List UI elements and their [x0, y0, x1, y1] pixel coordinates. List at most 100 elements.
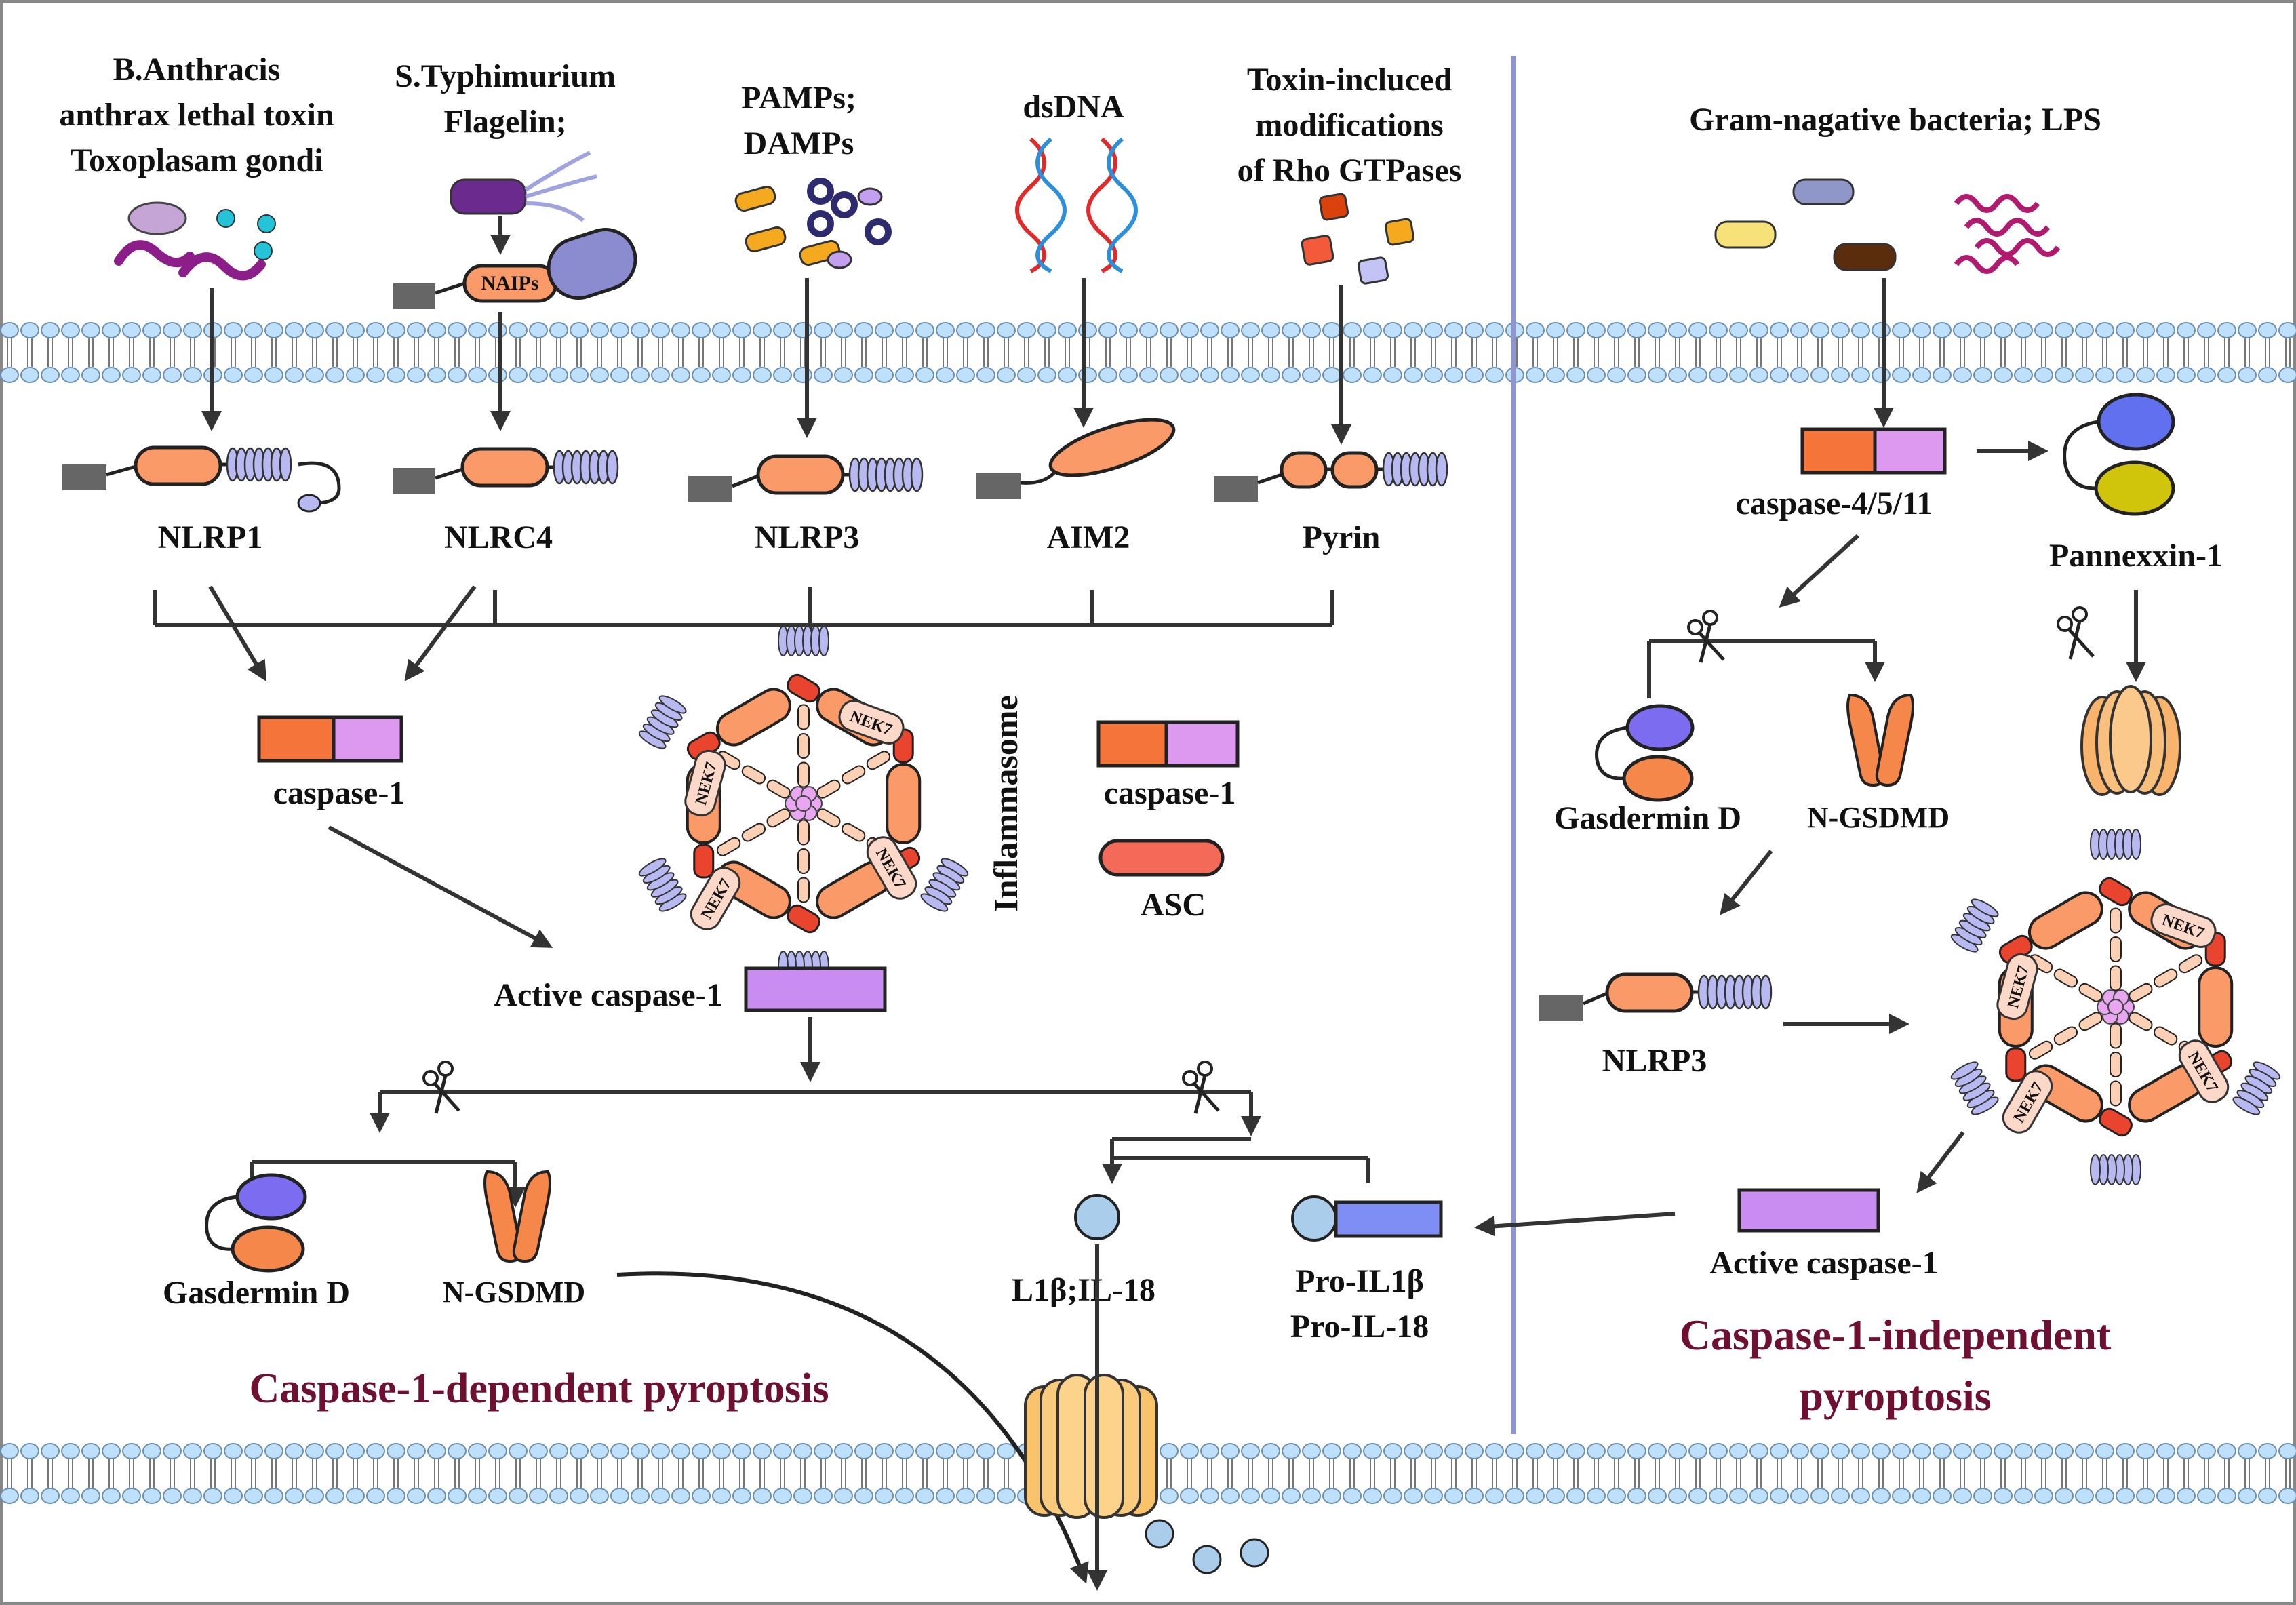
toxin-dot-icon: [257, 214, 276, 233]
lipid-head: [1404, 1488, 1423, 1504]
nek7-shape: [2150, 903, 2217, 948]
caspase-1-independent-title-line2: pyroptosis: [1799, 1372, 1991, 1420]
nek7-shape: [684, 749, 726, 817]
lipid-head: [427, 1443, 446, 1459]
pore-subunit: [1084, 1374, 1124, 1519]
lipid-head: [264, 367, 283, 383]
lipid-head: [41, 322, 60, 338]
lipid-head: [224, 1488, 243, 1504]
lipid-head: [488, 322, 507, 338]
asc-spoke: [741, 823, 766, 842]
lipid-head: [2075, 1488, 2094, 1504]
stimulus-pamps-line2: DAMPs: [744, 125, 854, 161]
lipid-head: [1322, 1443, 1341, 1459]
lipid-head: [285, 1488, 304, 1504]
asc-spoke: [2110, 1023, 2122, 1049]
channel-subunit: [2109, 685, 2152, 793]
il1b-label: L1β;IL-18: [1012, 1272, 1155, 1308]
lipid-head: [814, 367, 833, 383]
lipid-head: [142, 1443, 161, 1459]
stimulus-typhimurium-line2: Flagelin;: [443, 104, 566, 140]
lipid-head: [2197, 1443, 2216, 1459]
lipid-head: [1872, 1488, 1891, 1504]
lipid-head: [651, 367, 670, 383]
lipid-head: [1627, 1488, 1646, 1504]
lipid-head: [773, 1443, 792, 1459]
lipid-head: [1078, 367, 1097, 383]
lipid-head: [102, 1488, 121, 1504]
asc-spoke: [741, 765, 766, 785]
asc-spoke: [2110, 907, 2122, 934]
bacterium-icon: [1792, 178, 1855, 205]
lipid-head: [2258, 1443, 2277, 1459]
nek7-protein: NEK7: [1996, 953, 2038, 1021]
lipid-head: [610, 322, 629, 338]
pyd-block: [693, 844, 715, 879]
scissors-handle: [1197, 1061, 1213, 1077]
lipid-head: [1912, 367, 1931, 383]
lipid-head: [753, 1488, 772, 1504]
lipid-head: [1017, 322, 1036, 338]
stimulus-typhimurium-line1: S.Typhimurium: [395, 58, 616, 94]
lipid-head: [2156, 322, 2175, 338]
lipid-head: [122, 322, 141, 338]
lrr-domain: [553, 450, 619, 485]
cell-membrane-bottom: [0, 1443, 2296, 1504]
lipid-head: [407, 1443, 426, 1459]
n-gsdmd-protein-right: [1846, 693, 1914, 787]
lipid-head: [2014, 322, 2033, 338]
damp-oval: [857, 187, 883, 206]
lipid-head: [793, 322, 812, 338]
sensor-bracket: [153, 590, 1334, 627]
lipid-head: [1322, 367, 1341, 383]
lrr-domain: [848, 457, 924, 492]
lipid-head: [2238, 1488, 2257, 1504]
lipid-head: [1709, 1443, 1728, 1459]
pyd-domain: [688, 476, 732, 502]
scissors-icon: [1182, 1061, 1220, 1114]
lipid-head: [1688, 322, 1707, 338]
nacht-pill: [2198, 966, 2234, 1048]
lipid-head: [1180, 367, 1199, 383]
lipid-head: [834, 367, 853, 383]
lipid-head: [2095, 322, 2114, 338]
dna-strand-icon: [1015, 137, 1046, 273]
lipid-head: [1200, 1488, 1219, 1504]
linker: [732, 474, 759, 488]
scissors-blade: [434, 1075, 448, 1114]
gsdmd-c-terminal: [235, 1173, 307, 1221]
lipid-head: [2238, 322, 2257, 338]
lrr-cluster: [778, 625, 829, 656]
lipid-head: [1180, 1488, 1199, 1504]
lps-squiggle: [1964, 218, 2051, 237]
lipid-head: [1546, 1488, 1565, 1504]
lipid-head: [264, 1488, 283, 1504]
rho-gtpase-shape: [1318, 193, 1349, 221]
lrr-repeat: [2131, 829, 2141, 860]
lipid-head: [1302, 367, 1321, 383]
pyrin-protein: [1214, 451, 1448, 502]
scissors-blade: [1699, 624, 1712, 663]
lipid-head: [1078, 322, 1097, 338]
lipid-head: [956, 322, 975, 338]
lipid-head: [1261, 322, 1280, 338]
pannexin-1-label: Pannexxin-1: [2049, 538, 2223, 574]
lipid-head: [2055, 1488, 2074, 1504]
lrr-domain: [226, 447, 292, 482]
lipid-head: [1831, 1443, 1850, 1459]
lipid-head: [651, 1443, 670, 1459]
lipid-head: [1648, 322, 1667, 338]
lipid-head: [1953, 1443, 1972, 1459]
lipid-head: [20, 1488, 39, 1504]
lipid-head: [387, 1488, 405, 1504]
linker: [435, 281, 465, 295]
lipid-head: [2116, 367, 2135, 383]
hin-domain: [1048, 418, 1176, 477]
arrow: [1916, 1131, 1965, 1193]
aim2-label: AIM2: [1047, 519, 1130, 555]
lipid-head: [1037, 322, 1056, 338]
legend-asc-label: ASC: [1141, 887, 1206, 923]
toxoplasma-squiggle: [114, 240, 195, 267]
n-gsdmd-label-right: N-GSDMD: [1807, 801, 1949, 834]
